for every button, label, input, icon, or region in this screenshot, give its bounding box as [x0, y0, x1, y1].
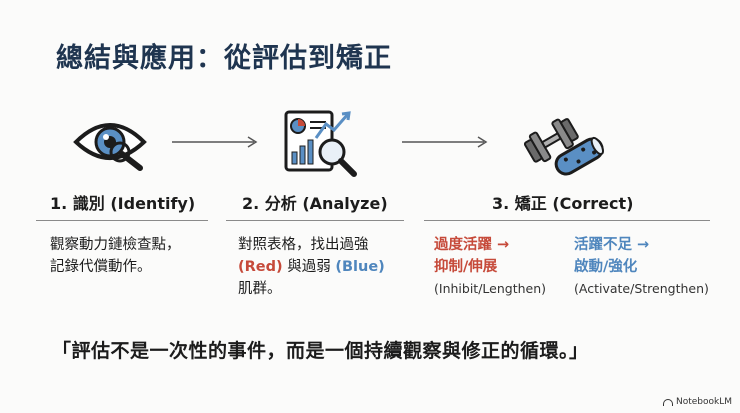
step-correct-overactive: 過度活躍 → 抑制/伸展 (Inhibit/Lengthen)	[434, 234, 546, 300]
underactive-english: (Activate/Strengthen)	[574, 281, 709, 296]
page-title: 總結與應用：從評估到矯正	[56, 43, 392, 74]
underactive-action: 啟動/強化	[574, 259, 638, 275]
desc-line: 肌群。	[238, 281, 282, 297]
chart-magnifier-icon	[284, 110, 357, 177]
overactive-english: (Inhibit/Lengthen)	[434, 281, 547, 296]
brand-label: NotebookLM	[675, 397, 732, 407]
desc-line: (Red) 與過弱 (Blue)	[238, 256, 385, 278]
dumbbell-foam-roller-icon	[524, 118, 604, 176]
step-identify-description: 觀察動力鏈檢查點， 記錄代償動作。	[50, 234, 181, 278]
step-analyze-divider	[226, 220, 404, 221]
desc-line: 觀察動力鏈檢查點，	[50, 237, 181, 253]
step-correct-heading: 3. 矯正 (Correct)	[492, 194, 634, 213]
step-correct-underactive: 活躍不足 → 啟動/強化 (Activate/Strengthen)	[574, 234, 709, 300]
desc-line: 對照表格，找出過強	[238, 237, 369, 253]
eye-magnifier-icon	[73, 123, 147, 171]
overactive-action: 抑制/伸展	[434, 259, 498, 275]
desc-mid-text: 與過弱	[287, 259, 331, 275]
overactive-heading: 過度活躍 →	[434, 237, 510, 253]
step-identify-heading: 1. 識別 (Identify)	[50, 194, 196, 213]
desc-line: 記錄代償動作。	[50, 259, 152, 275]
flow-arrow-icon	[402, 136, 488, 148]
step-analyze-heading: 2. 分析 (Analyze)	[242, 194, 388, 213]
step-identify-divider	[36, 220, 208, 221]
underactive-label: (Blue)	[335, 259, 385, 275]
notebooklm-watermark: NotebookLM	[662, 397, 732, 407]
step-correct-divider	[424, 220, 710, 221]
step-analyze-description: 對照表格，找出過強 (Red) 與過弱 (Blue) 肌群。	[238, 234, 385, 300]
notebooklm-logo-icon	[662, 398, 673, 406]
overactive-label: (Red)	[238, 259, 283, 275]
flow-arrow-icon	[172, 136, 258, 148]
summary-quote: 「評估不是一次性的事件，而是一個持續觀察與修正的循環。」	[52, 340, 589, 362]
underactive-heading: 活躍不足 →	[574, 237, 650, 253]
